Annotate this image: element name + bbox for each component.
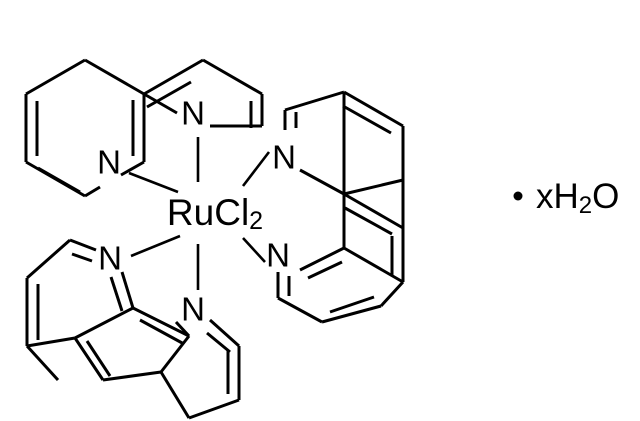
hydrate-subscript: 2 (579, 192, 592, 219)
bond-inner (344, 206, 393, 236)
bond-inner (146, 80, 192, 109)
bond (120, 271, 135, 309)
coord-bond-n-right-upper (241, 151, 271, 187)
bond (143, 92, 178, 115)
bond-inner (85, 340, 112, 377)
bond-inner (71, 252, 93, 263)
bond-inner (139, 318, 185, 346)
bond (120, 160, 145, 177)
bond (25, 58, 86, 96)
atom-label-n-top-left-upper: N (181, 95, 205, 132)
atom-label-n-right-upper: N (272, 139, 296, 176)
bond (84, 58, 145, 96)
bond (343, 178, 404, 196)
bond (102, 370, 162, 382)
bond (159, 371, 191, 419)
separator-dot-icon (513, 191, 523, 201)
bond (73, 337, 105, 381)
bond (284, 90, 345, 112)
bond (69, 238, 97, 252)
bond (321, 304, 382, 324)
hydrate-suffix: O (592, 177, 619, 216)
bond-inner (307, 260, 343, 280)
bond (277, 296, 323, 324)
bond (84, 185, 101, 198)
bond-inner (329, 295, 375, 314)
atom-label-n-bottom-left-upper: N (98, 240, 122, 277)
formula-subscript: 2 (249, 207, 263, 235)
bond (74, 306, 134, 340)
bond (299, 168, 345, 196)
bond (188, 398, 240, 420)
ligand-right: N N (266, 90, 405, 324)
bond (379, 280, 405, 308)
bond-inner (109, 276, 124, 312)
hydrate-prefix: xH (536, 177, 579, 216)
bond (26, 336, 76, 348)
bond (343, 246, 404, 284)
coord-bond-n-bottom-left-upper (130, 234, 181, 258)
hydrate-formula: xH2O (536, 177, 619, 219)
bond-inner (206, 331, 231, 354)
formula-rucl2: RuCl2 (167, 192, 263, 236)
bond (299, 246, 345, 272)
metal-center-label: RuCl2 (167, 192, 263, 236)
ligand-top-left: N N (24, 58, 264, 198)
bond (143, 58, 204, 96)
bond (174, 320, 191, 338)
coord-bond-n-top-left-lower (128, 171, 179, 194)
atom-label-n-bottom-left-lower: N (181, 291, 205, 328)
bond (202, 58, 263, 96)
bond (132, 306, 190, 338)
bond-inner (37, 166, 81, 194)
bond (159, 335, 191, 373)
bond (26, 238, 71, 280)
bond (208, 318, 241, 348)
bond-inner (342, 104, 392, 135)
hydrate-notation: xH2O (513, 177, 619, 219)
atom-label-n-right-lower: N (266, 237, 290, 274)
coord-bond-n-right-lower (242, 237, 266, 263)
bond (25, 344, 60, 382)
bond (343, 192, 404, 230)
coordination-bonds (128, 137, 271, 290)
atom-label-n-top-left-lower: N (97, 144, 121, 181)
formula-main: RuCl (167, 192, 249, 233)
bond (343, 90, 404, 128)
ligand-bottom-left: N N (25, 238, 241, 420)
